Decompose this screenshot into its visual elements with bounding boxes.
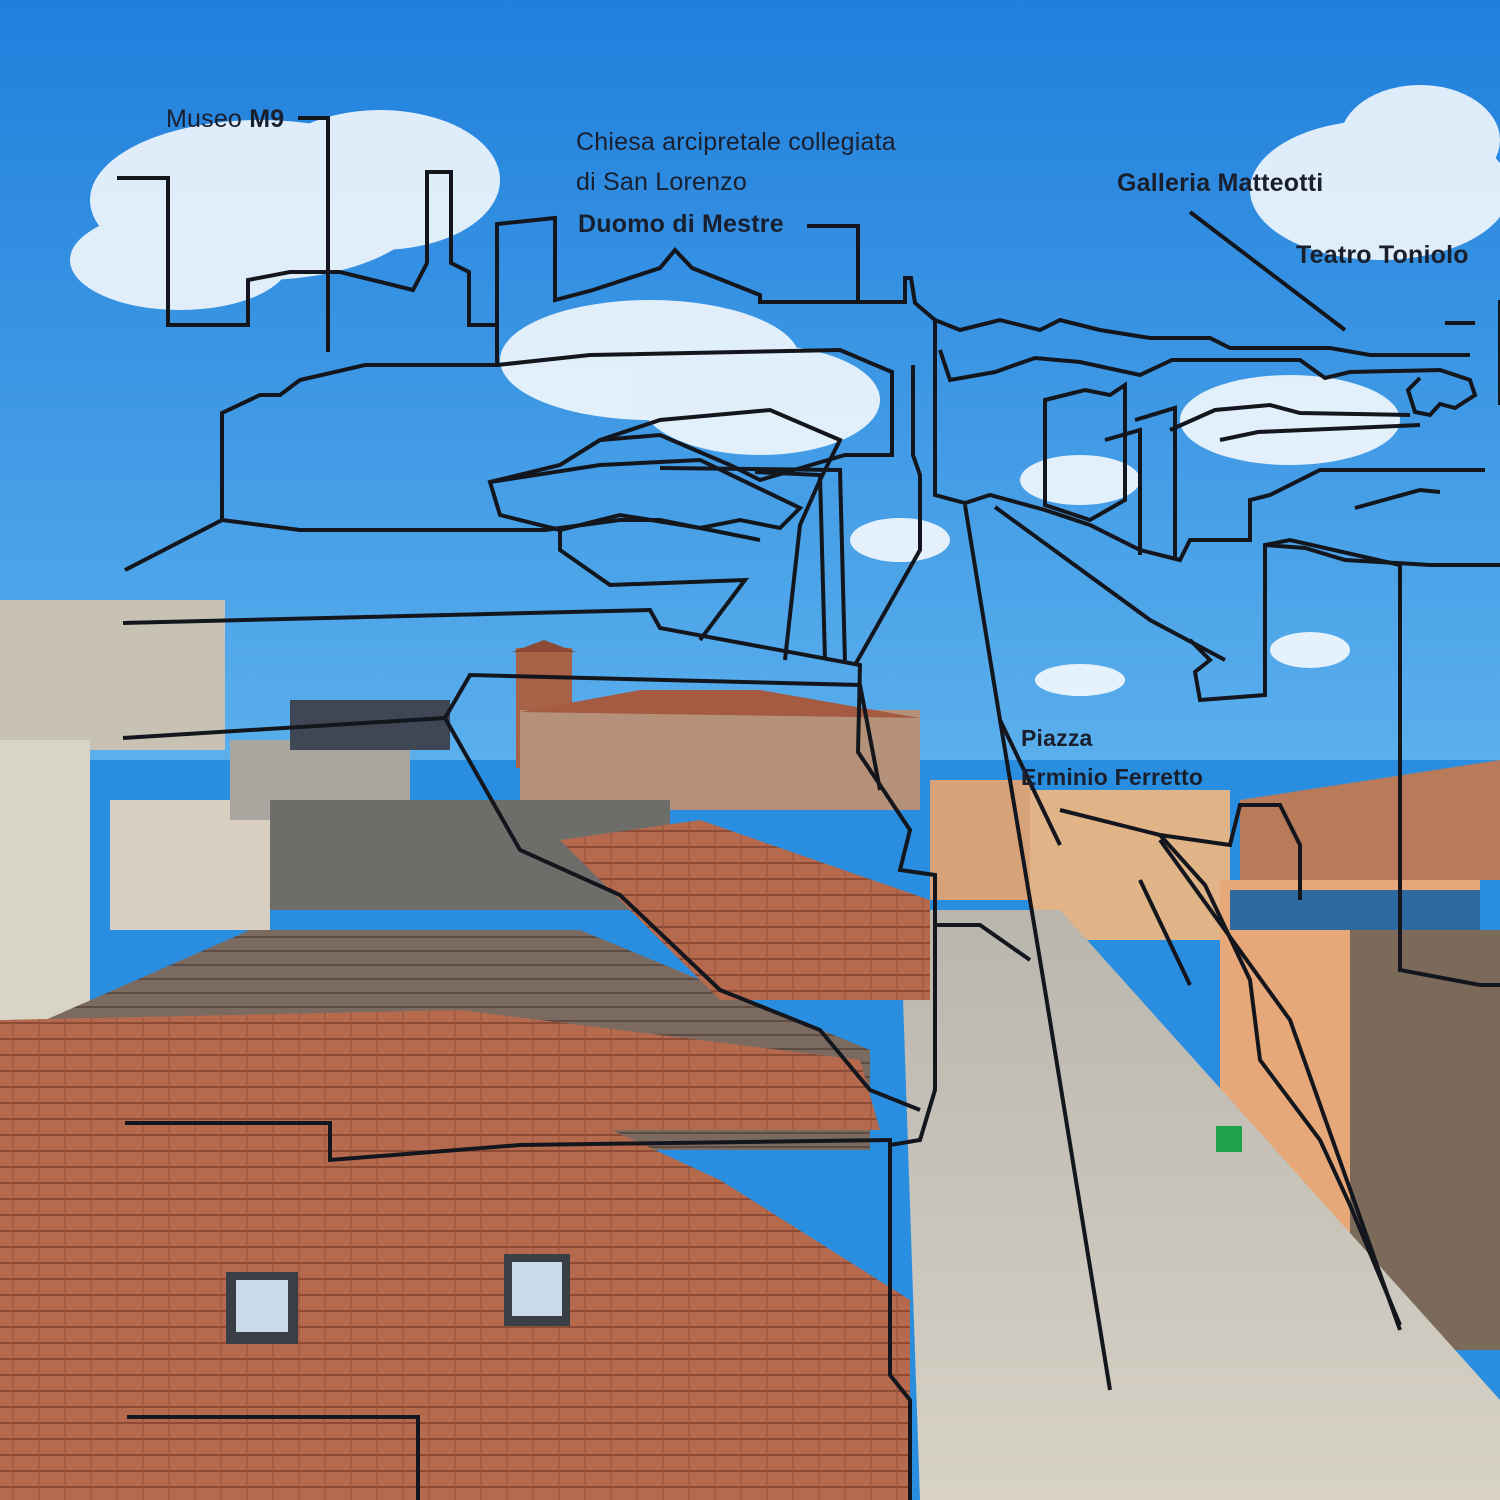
label-duomo-name: Duomo di Mestre: [578, 207, 784, 241]
museo-name: M9: [249, 105, 285, 133]
pharmacy-sign: [1216, 1126, 1242, 1152]
duomo-subtitle-line2: di San Lorenzo: [576, 168, 747, 196]
label-duomo-line1: Chiesa arcipretale collegiata: [576, 125, 896, 159]
duomo-subtitle-line1: Chiesa arcipretale collegiata: [576, 128, 896, 156]
label-galleria-matteotti: Galleria Matteotti: [1117, 166, 1323, 200]
skyline-outline: [117, 116, 1500, 1500]
clouds: [70, 85, 1500, 696]
piazza-ground: [900, 910, 1500, 1500]
skylight-windows: [226, 1254, 570, 1344]
roof-front: [0, 1060, 910, 1500]
teatro-name: Teatro Toniolo: [1296, 241, 1469, 269]
galleria-name: Galleria Matteotti: [1117, 169, 1324, 197]
label-piazza-line1: Piazza: [1021, 721, 1093, 755]
roof-mid: [560, 820, 930, 1000]
label-duomo-line2: di San Lorenzo: [576, 165, 747, 199]
left-apartment-blocks: [0, 600, 450, 1020]
label-teatro-toniolo: Teatro Toniolo: [1296, 238, 1469, 272]
duomo-church: [270, 640, 920, 910]
museo-prefix: Museo: [166, 105, 243, 133]
duomo-name: Duomo di Mestre: [578, 210, 784, 238]
label-museo-m9: Museo M9: [166, 102, 284, 136]
piazza-line2: Erminio Ferretto: [1021, 764, 1204, 790]
label-piazza-line2: Erminio Ferretto: [1021, 760, 1203, 794]
piazza-line1: Piazza: [1021, 725, 1093, 751]
